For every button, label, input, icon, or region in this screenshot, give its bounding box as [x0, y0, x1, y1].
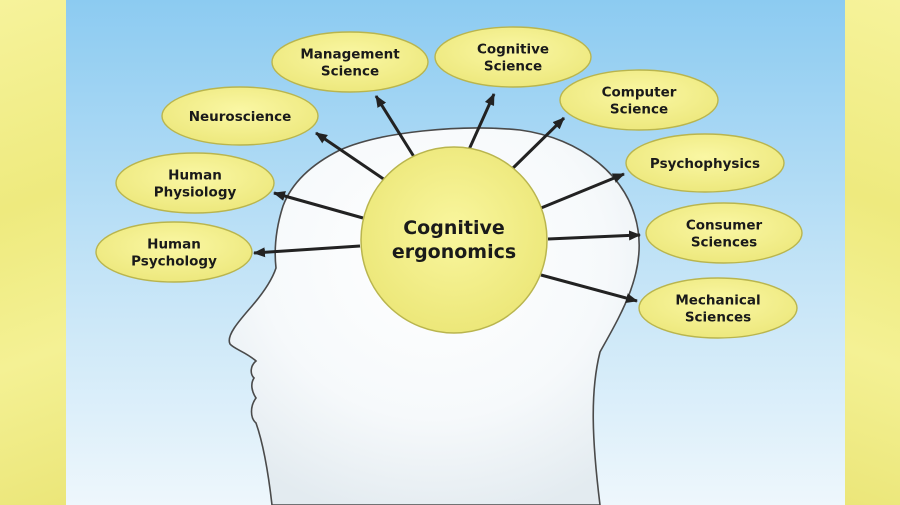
center-node: Cognitive ergonomics [360, 146, 548, 334]
arrow-to-consumer-sciences [547, 230, 641, 241]
left-decorative-border [0, 0, 66, 505]
bubble-mechanical-sciences [638, 277, 798, 339]
arrow-to-psychophysics [540, 172, 625, 210]
label-computer-science-line1: Computer [602, 84, 677, 100]
label-cognitive-science-line1: Cognitive [477, 41, 549, 57]
bubble-neuroscience [161, 86, 319, 146]
label-human-physiology-line1: Human [168, 167, 222, 183]
arrow-to-neuroscience [315, 131, 386, 182]
node-neuroscience: Neuroscience [161, 86, 319, 146]
label-human-physiology-line2: Physiology [154, 184, 237, 200]
bubble-computer-science [559, 69, 719, 131]
bubble-management-science [271, 31, 429, 93]
bubble-group: ManagementScienceCognitiveScienceCompute… [95, 26, 803, 339]
center-label-line1: Cognitive [403, 217, 505, 239]
arrow-to-cognitive-science [465, 93, 496, 155]
arrow-to-computer-science [509, 116, 566, 172]
label-human-psychology-line1: Human [147, 236, 201, 252]
label-psychophysics-line1: Psychophysics [650, 156, 760, 172]
arrow-to-mechanical-sciences [540, 273, 638, 303]
bubble-human-physiology [115, 152, 275, 214]
label-computer-science-line2: Science [610, 101, 668, 117]
label-mechanical-sciences-line1: Mechanical [675, 292, 760, 308]
label-neuroscience-line1: Neuroscience [189, 109, 292, 125]
arrow-to-human-physiology [273, 191, 364, 220]
bubble-consumer-sciences [645, 202, 803, 264]
center-circle [360, 146, 548, 334]
bubble-psychophysics [625, 133, 785, 193]
arrow-to-human-psychology [253, 244, 361, 258]
label-cognitive-science-line2: Science [484, 58, 542, 74]
bubble-cognitive-science [434, 26, 592, 88]
label-management-science-line1: Management [300, 46, 400, 62]
label-mechanical-sciences-line2: Sciences [685, 309, 751, 325]
arrow-to-management-science [374, 95, 418, 161]
arrow-group [253, 93, 641, 303]
node-psychophysics: Psychophysics [625, 133, 785, 193]
right-decorative-border [845, 0, 900, 505]
label-consumer-sciences-line1: Consumer [686, 217, 763, 233]
label-consumer-sciences-line2: Sciences [691, 234, 757, 250]
bubble-human-psychology [95, 221, 253, 283]
label-management-science-line2: Science [321, 63, 379, 79]
label-human-psychology-line2: Psychology [131, 253, 217, 269]
center-label-line2: ergonomics [392, 241, 516, 263]
